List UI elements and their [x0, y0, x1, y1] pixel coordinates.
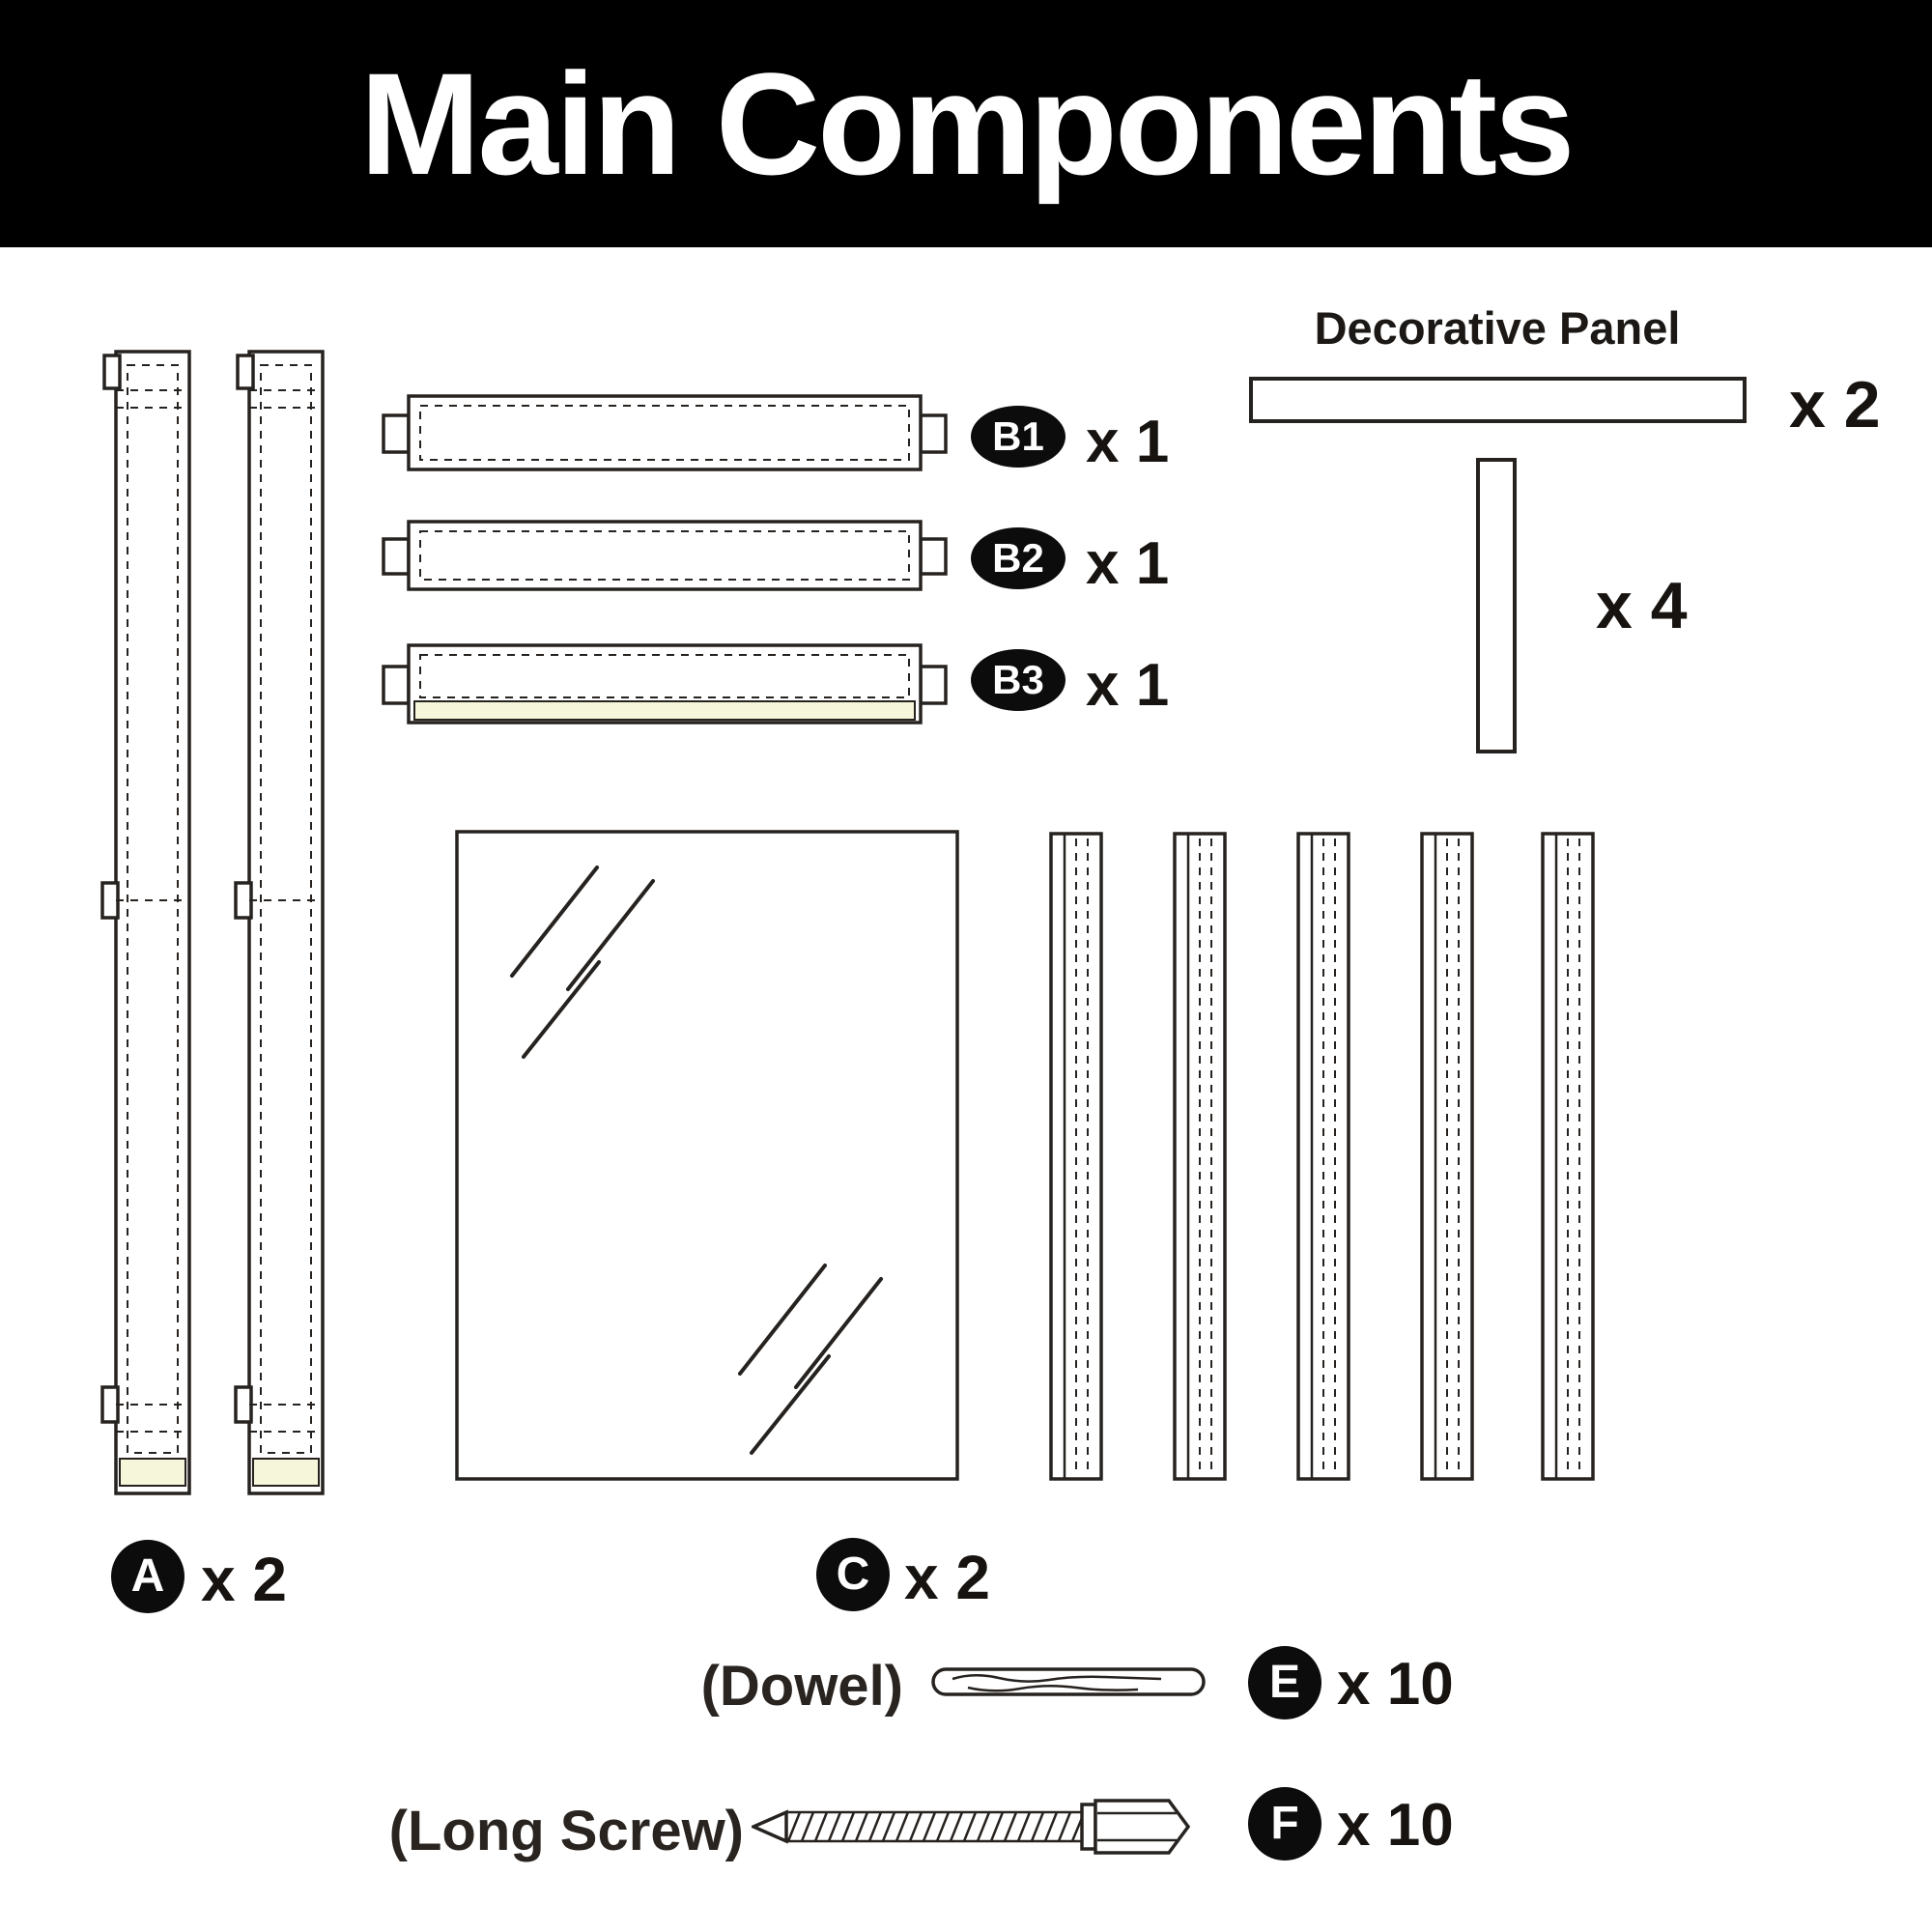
qty-b3: x 1 [1086, 652, 1170, 719]
badge-f: F [1248, 1787, 1321, 1861]
badge-b2: B2 [971, 527, 1065, 589]
page-title: Main Components [359, 42, 1576, 205]
qty-c: x 2 [904, 1543, 990, 1612]
badge-a: A [111, 1540, 185, 1613]
dowel-label: (Dowel) [700, 1655, 903, 1718]
crossbar-b3-drawing [382, 643, 948, 724]
header-banner: Main Components [0, 0, 1932, 247]
slat-drawing-5 [1541, 832, 1595, 1481]
qty-f: x 10 [1337, 1792, 1454, 1859]
crossbar-b2-drawing [382, 520, 948, 591]
qty-decorative-vertical: x 4 [1596, 569, 1688, 642]
slat-drawing-3 [1296, 832, 1350, 1481]
qty-decorative-horizontal: x 2 [1789, 368, 1881, 441]
long-screw-drawing [752, 1799, 1191, 1855]
qty-b2: x 1 [1086, 530, 1170, 597]
qty-b1: x 1 [1086, 409, 1170, 475]
slat-drawing-4 [1420, 832, 1474, 1481]
dowel-drawing [931, 1667, 1206, 1696]
side-panel-a-1-drawing [100, 350, 191, 1495]
badge-e: E [1248, 1646, 1321, 1719]
decorative-panel-vertical-drawing [1476, 458, 1517, 753]
long-screw-label: (Long Screw) [388, 1800, 744, 1862]
decorative-panel-label: Decorative Panel [1314, 302, 1681, 354]
badge-c: C [816, 1538, 890, 1611]
badge-b3: B3 [971, 649, 1065, 711]
badge-b1: B1 [971, 406, 1065, 468]
mirror-panel-c-drawing [455, 830, 959, 1481]
crossbar-b1-drawing [382, 394, 948, 471]
decorative-panel-horizontal-drawing [1249, 377, 1747, 423]
qty-e: x 10 [1337, 1651, 1454, 1718]
slat-drawing-2 [1173, 832, 1227, 1481]
slat-drawing-1 [1049, 832, 1103, 1481]
side-panel-a-2-drawing [234, 350, 325, 1495]
qty-a: x 2 [201, 1545, 287, 1614]
